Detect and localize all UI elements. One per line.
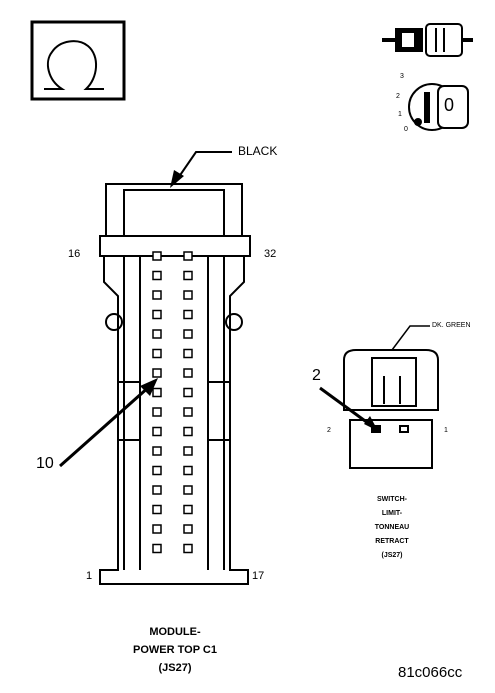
switch-title-line3: TONNEAU	[374, 524, 410, 531]
pin-cavity	[152, 329, 162, 339]
key-position-3: 3	[400, 73, 404, 80]
connector-c1-body	[99, 183, 251, 585]
pin-cavity	[183, 524, 193, 534]
pin-2-leader	[319, 386, 378, 431]
dk-green-wire-label: DK. GREEN	[432, 322, 471, 329]
pin-cavity	[183, 504, 193, 515]
pin-cavity	[183, 368, 193, 378]
c1-title-line2: POWER TOP C1	[133, 644, 217, 656]
omega-icon	[30, 20, 126, 101]
pin-cavity	[152, 368, 162, 378]
black-wire-label: BLACK	[238, 144, 278, 158]
pin-cavity	[152, 407, 162, 417]
pin-cavity	[152, 465, 162, 476]
pin-cavity	[152, 485, 162, 495]
key-position-0: 0	[404, 126, 408, 133]
switch-pin-1-label: 1	[444, 427, 448, 434]
switch-connector-body	[343, 349, 439, 469]
pin-cavity	[183, 485, 193, 495]
pin-cavity	[152, 543, 162, 554]
pin-cavity	[183, 309, 193, 320]
pin-grid	[152, 251, 193, 554]
pin-cavity	[183, 543, 193, 554]
connector-plug-icon	[382, 23, 473, 57]
c1-title-line1: MODULE-	[149, 626, 201, 638]
pin-cavity	[183, 407, 193, 417]
pin-10-callout: 10	[36, 455, 54, 472]
ignition-key-icon	[408, 83, 469, 131]
pin-cavity	[183, 348, 193, 359]
switch-pin-2-label: 2	[327, 427, 331, 434]
pin-cavity	[183, 446, 193, 456]
pin-cavity	[183, 426, 193, 437]
pin-16-label: 16	[68, 248, 81, 260]
switch-title-line5: (JS27)	[381, 552, 403, 559]
figure-id: 81c066cc	[398, 664, 463, 681]
pin-cavity	[152, 290, 162, 300]
pin-1-label: 1	[86, 570, 93, 582]
pin-cavity	[152, 426, 162, 437]
pin-cavity	[152, 270, 162, 281]
pin-32-label: 32	[264, 248, 277, 260]
pin-cavity	[183, 270, 193, 281]
pin-cavity	[152, 387, 162, 398]
pin-cavity	[152, 309, 162, 320]
pin-17-label: 17	[252, 570, 265, 582]
dk-green-wire-leader	[391, 325, 430, 351]
switch-title-line4: RETRACT	[375, 538, 409, 545]
switch-title-line1: SWITCH-	[377, 496, 407, 503]
pin-cavity	[183, 387, 193, 398]
black-wire-leader	[170, 151, 232, 188]
key-position-2: 2	[396, 93, 400, 100]
pin-cavity	[183, 329, 193, 339]
pin-cavity	[152, 251, 162, 261]
switch-title-line2: LIMIT-	[381, 510, 403, 517]
key-label: 0	[444, 95, 455, 115]
pin-cavity	[183, 290, 193, 300]
pin-cavity	[152, 524, 162, 534]
pin-cavity	[152, 446, 162, 456]
pin-2-callout: 2	[312, 367, 321, 384]
pin-cavity	[183, 251, 193, 261]
pin-cavity	[152, 504, 162, 515]
c1-title-line3: (JS27)	[158, 662, 192, 674]
pin-cavity	[152, 348, 162, 359]
pin-10-leader	[59, 378, 158, 468]
pin-cavity	[183, 465, 193, 476]
key-position-1: 1	[398, 111, 402, 118]
